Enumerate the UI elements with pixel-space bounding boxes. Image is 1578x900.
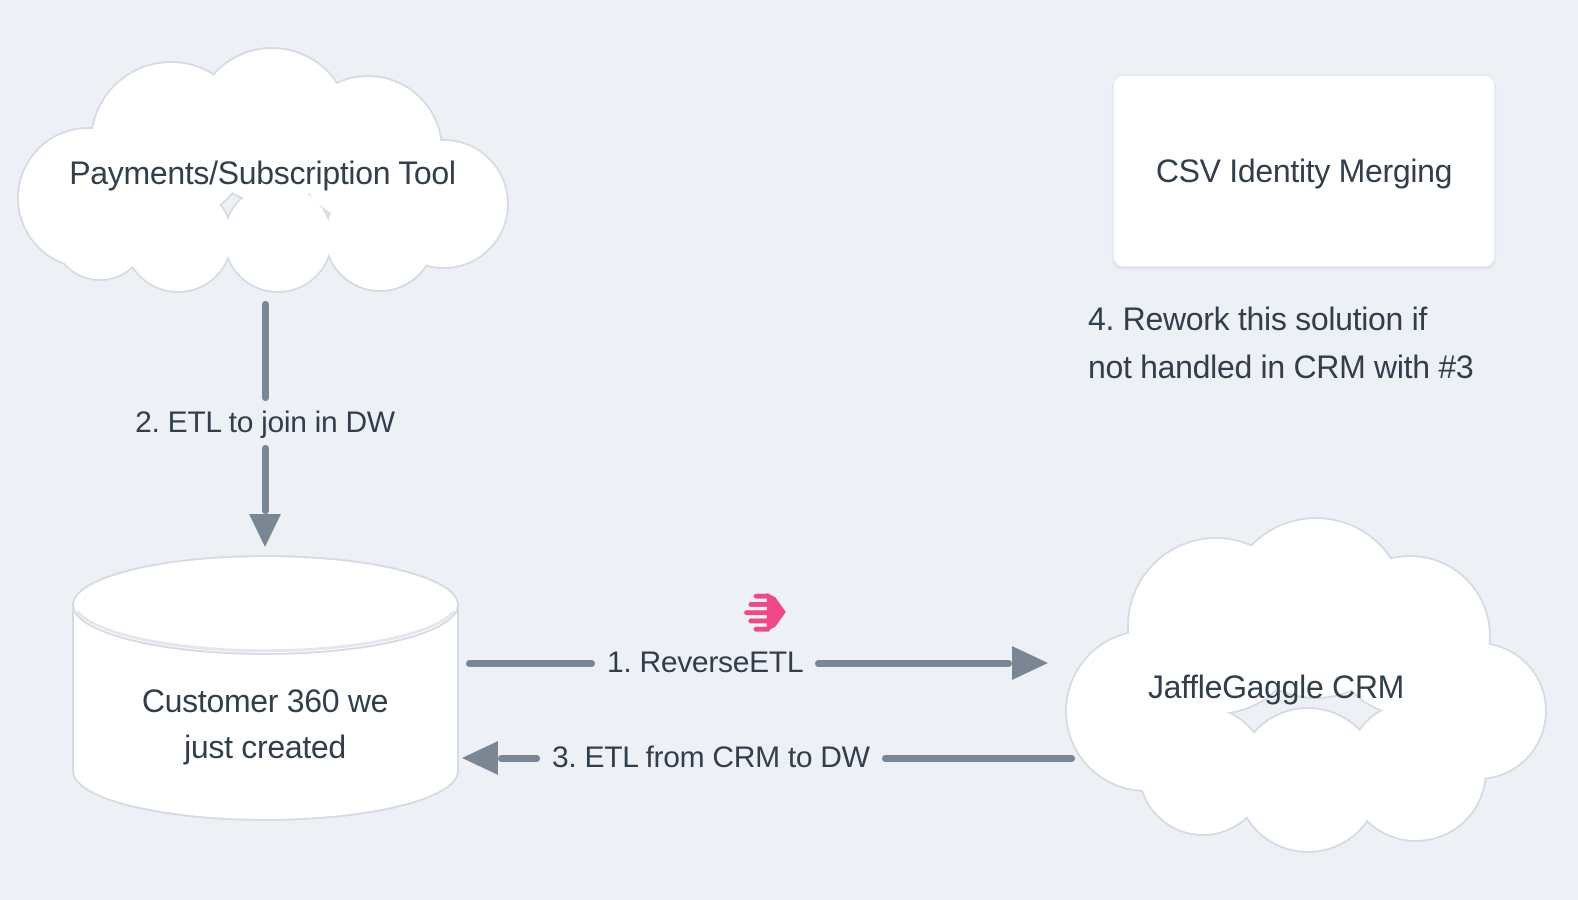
edge-label-etl-from-crm: 3. ETL from CRM to DW [552, 741, 870, 774]
edge-label-etl-to-dw: 2. ETL to join in DW [135, 405, 395, 439]
edge-line [466, 659, 596, 667]
edge-line [261, 301, 269, 401]
edge-line [261, 444, 269, 514]
edge-line [815, 659, 1012, 667]
arrowhead-down-icon [249, 514, 281, 547]
edge-line [498, 754, 541, 762]
edge-etl-from-crm: 3. ETL from CRM to DW [462, 740, 1075, 776]
edge-reverse-etl: 1. ReverseETL [466, 645, 1048, 681]
edge-label-reverse-etl: 1. ReverseETL [607, 646, 804, 679]
arrowhead-right-icon [1012, 646, 1048, 680]
arrowhead-left-icon [462, 741, 498, 775]
edge-line [881, 754, 1075, 762]
edge-etl-to-dw: 2. ETL to join in DW [65, 301, 465, 547]
